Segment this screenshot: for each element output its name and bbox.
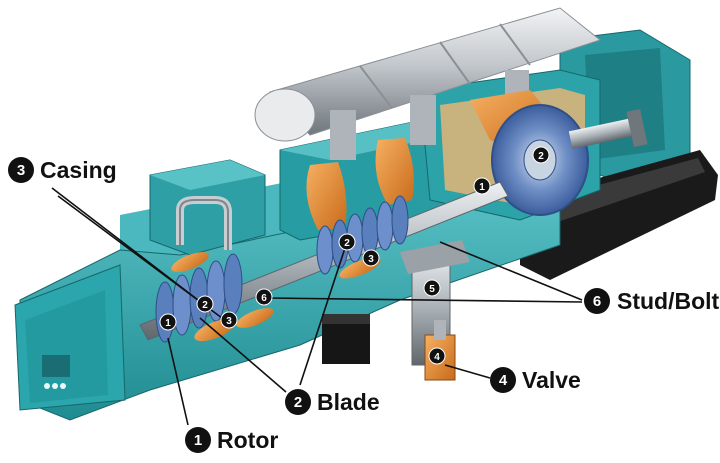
marker-2-left: 2 bbox=[196, 295, 214, 313]
leader-casing bbox=[57, 195, 223, 319]
valve-collar bbox=[400, 240, 470, 274]
callout-badge bbox=[285, 389, 311, 415]
coupling-shaft bbox=[568, 116, 641, 150]
marker-1-right: 1 bbox=[473, 177, 491, 195]
coupling-flange bbox=[626, 108, 648, 148]
leader-studbolt bbox=[267, 297, 583, 303]
svg-text:2: 2 bbox=[538, 151, 544, 162]
upper-left-top bbox=[150, 160, 265, 190]
svg-text:4: 4 bbox=[434, 352, 440, 363]
callout-studbolt: 6 Stud/Bolt bbox=[584, 288, 720, 314]
indicator-light bbox=[52, 383, 58, 389]
svg-text:2: 2 bbox=[344, 238, 350, 249]
pipe-ring bbox=[499, 23, 531, 66]
black-box-top bbox=[322, 314, 370, 324]
callout-badge bbox=[185, 427, 211, 453]
leader-rotor bbox=[167, 337, 189, 426]
callout-number: 3 bbox=[17, 162, 25, 179]
bearing-segment bbox=[171, 252, 209, 272]
callout-badge bbox=[490, 367, 516, 393]
svg-text:1: 1 bbox=[479, 182, 485, 193]
blade-row bbox=[391, 195, 409, 245]
black-box-lower bbox=[322, 322, 370, 364]
callout-number: 2 bbox=[294, 394, 302, 411]
blade-row bbox=[155, 281, 175, 343]
callout-label: Valve bbox=[522, 367, 581, 393]
marker-1-left: 1 bbox=[159, 313, 177, 331]
marker-2-right: 2 bbox=[532, 146, 550, 164]
marker-5: 5 bbox=[423, 279, 441, 297]
svg-text:5: 5 bbox=[429, 284, 435, 295]
steam-inlet-left bbox=[306, 162, 347, 230]
callout-label: Casing bbox=[40, 157, 117, 183]
leader-blade bbox=[199, 317, 287, 393]
pipe-support bbox=[410, 95, 436, 145]
inner-piping bbox=[176, 196, 232, 250]
blade-cluster-middle bbox=[316, 195, 409, 275]
pipe-ring bbox=[439, 41, 471, 85]
callout-casing: 3 Casing bbox=[8, 157, 117, 183]
callout-valve: 4 Valve bbox=[490, 367, 581, 393]
svg-text:3: 3 bbox=[368, 254, 374, 265]
blade-row bbox=[376, 201, 394, 251]
marker-3-left: 3 bbox=[220, 311, 238, 329]
callout-number: 1 bbox=[194, 432, 202, 449]
blade-row bbox=[223, 253, 243, 315]
callout-badge bbox=[584, 288, 610, 314]
callout-rotor: 1 Rotor bbox=[185, 427, 278, 453]
steam-inlet-mid bbox=[375, 138, 414, 205]
callout-leaders bbox=[51, 187, 583, 426]
pipe-end-cap bbox=[254, 88, 316, 142]
marker-6: 6 bbox=[255, 288, 273, 306]
bearing-segment bbox=[236, 308, 274, 328]
svg-text:2: 2 bbox=[202, 300, 208, 311]
callout-label: Rotor bbox=[217, 427, 278, 453]
callout-blade: 2 Blade bbox=[285, 389, 380, 415]
leader-valve bbox=[444, 364, 491, 379]
pipe-support bbox=[330, 110, 356, 160]
blade-row bbox=[361, 207, 379, 257]
leader-studbolt bbox=[439, 241, 583, 301]
machine-markers: 1 2 3 6 2 3 1 2 bbox=[159, 146, 550, 365]
marker-2-mid: 2 bbox=[338, 233, 356, 251]
base-rail-light bbox=[525, 158, 705, 228]
valve-stem bbox=[434, 320, 446, 340]
marker-4: 4 bbox=[428, 347, 446, 365]
callout-label: Stud/Bolt bbox=[617, 288, 720, 314]
leader-blade bbox=[299, 247, 346, 386]
pipe-ring bbox=[359, 65, 393, 109]
callout-number: 4 bbox=[499, 372, 508, 389]
svg-text:6: 6 bbox=[261, 293, 267, 304]
marker-3-mid: 3 bbox=[362, 249, 380, 267]
blade-row bbox=[206, 260, 226, 322]
callout-badge bbox=[8, 157, 34, 183]
indicator-light bbox=[60, 383, 66, 389]
blade-row bbox=[316, 225, 334, 275]
callout-number: 6 bbox=[593, 293, 601, 310]
left-control-panel bbox=[42, 355, 70, 377]
pipe-loop-shadow bbox=[179, 199, 229, 250]
callout-label: Blade bbox=[317, 389, 380, 415]
svg-text:1: 1 bbox=[165, 318, 171, 329]
indicator-light bbox=[44, 383, 50, 389]
svg-text:3: 3 bbox=[226, 316, 232, 327]
